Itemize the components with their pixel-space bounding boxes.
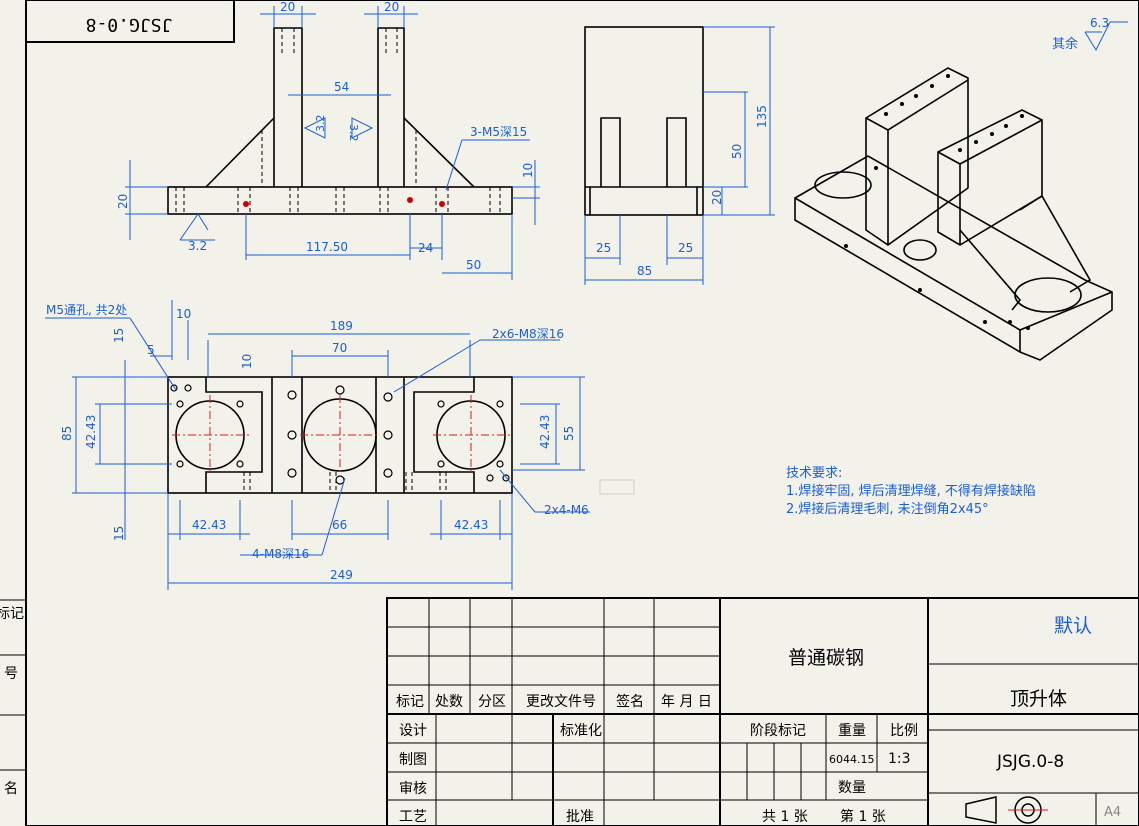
margin-label-no: 号 xyxy=(4,666,18,682)
roughness-symbol: 6.3 其余 xyxy=(1052,16,1128,52)
lbl-drawing: 制图 xyxy=(399,752,427,768)
paper-size: A4 xyxy=(1104,805,1121,820)
mirrored-drawing-code: JSJG.0-8 xyxy=(86,14,173,35)
hdr-date: 年 月 日 xyxy=(661,694,712,710)
roughness-a: 3.2 xyxy=(314,115,327,133)
dim-plan-85: 85 xyxy=(60,426,74,441)
scale-value: 1:3 xyxy=(888,751,911,767)
note-m8-4: 4-M8深16 xyxy=(252,547,309,561)
dim-85: 85 xyxy=(637,264,652,278)
part-name: 顶升体 xyxy=(1010,688,1067,710)
hdr-mark: 标记 xyxy=(396,694,424,710)
margin-label-name: 名 xyxy=(4,781,18,797)
material-name: 普通碳钢 xyxy=(788,647,864,669)
tech-line-1: 1.焊接牢固, 焊后清理焊缝, 不得有焊接缺陷 xyxy=(786,483,1036,499)
dim-side-50: 50 xyxy=(730,144,744,159)
dim-h20: 20 xyxy=(116,194,130,209)
dim-plan-10b: 10 xyxy=(240,354,254,369)
dim-plan-10a: 10 xyxy=(176,307,191,321)
plan-centerlines xyxy=(172,395,510,475)
default-label: 默认 xyxy=(1054,615,1092,637)
dim-55: 55 xyxy=(562,426,576,441)
faint-marker xyxy=(599,479,635,495)
dim-42-right: 42.43 xyxy=(538,415,552,449)
lbl-process: 工艺 xyxy=(399,809,427,825)
dim-24: 24 xyxy=(418,241,433,255)
title-block-text: 普通碳钢 默认 顶升体 JSJG.0-8 标记 处数 分区 更改文件号 签名 年… xyxy=(396,615,1121,825)
dim-25a: 25 xyxy=(596,241,611,255)
note-m5-holes: 3-M5深15 xyxy=(470,125,527,139)
plan-view-dims xyxy=(45,300,590,590)
lbl-review: 审核 xyxy=(399,781,427,797)
dim-span54: 54 xyxy=(334,80,349,94)
dim-42-bottom-left: 42.43 xyxy=(192,518,226,532)
lbl-approve: 批准 xyxy=(566,809,594,825)
dim-66: 66 xyxy=(332,518,347,532)
hdr-signature: 签名 xyxy=(616,693,644,710)
dim-135: 135 xyxy=(755,105,769,128)
dim-side-20: 20 xyxy=(710,190,724,205)
roughness-note: 其余 xyxy=(1052,36,1078,52)
front-view-dims xyxy=(125,6,540,280)
dim-42-left: 42.43 xyxy=(84,415,98,449)
side-view-dim-text: 135 50 20 25 25 85 xyxy=(596,105,769,278)
front-view-dim-text: 20 20 54 20 10 117.50 24 50 3.2 3.2 3.2 … xyxy=(116,0,535,272)
lbl-quantity: 数量 xyxy=(838,780,866,796)
dim-70: 70 xyxy=(332,341,347,355)
projection-symbol-icon xyxy=(965,796,1048,824)
margin-label-mark: 标记 xyxy=(0,606,24,622)
hdr-zone: 分区 xyxy=(478,694,506,710)
lbl-scale: 比例 xyxy=(890,723,918,739)
isometric-view xyxy=(794,67,1113,361)
dim-117: 117.50 xyxy=(306,240,348,254)
hdr-count: 处数 xyxy=(435,694,463,710)
drawing-border xyxy=(25,0,1139,826)
sheet-number: 第 1 张 xyxy=(840,808,886,825)
drawing-number: JSJG.0-8 xyxy=(996,752,1064,772)
roughness-b: 3.2 xyxy=(347,124,360,142)
note-m8-6: 2x6-M8深16 xyxy=(492,327,564,341)
roughness-c: 3.2 xyxy=(188,239,207,253)
dim-top-w2: 20 xyxy=(384,0,399,14)
side-view-dims xyxy=(584,26,775,285)
lbl-standardize: 标准化 xyxy=(560,723,602,739)
plan-view-dim-text: M5通孔, 共2处 10 189 2x6-M8深16 15 5 70 10 85… xyxy=(46,303,589,582)
dim-plan-15a: 15 xyxy=(112,328,126,343)
note-m5-through: M5通孔, 共2处 xyxy=(46,303,127,317)
dim-50: 50 xyxy=(466,258,481,272)
roughness-value: 6.3 xyxy=(1090,16,1109,30)
dim-42-bottom-right: 42.43 xyxy=(454,518,488,532)
dim-plan-5: 5 xyxy=(147,343,155,357)
dim-189: 189 xyxy=(330,319,353,333)
dim-25b: 25 xyxy=(678,241,693,255)
note-m6: 2x4-M6 xyxy=(544,503,589,517)
front-view xyxy=(167,27,513,215)
dim-top-w1: 20 xyxy=(280,0,295,14)
dim-plan-15b: 15 xyxy=(112,526,126,541)
lbl-design: 设计 xyxy=(399,723,427,739)
sheets-total: 共 1 张 xyxy=(762,809,808,825)
left-margin-table: 标记 号 名 xyxy=(0,599,26,797)
side-view xyxy=(584,26,704,216)
top-code-box: JSJG.0-8 xyxy=(25,0,235,43)
tech-line-2: 2.焊接后清理毛刺, 未注倒角2x45° xyxy=(786,501,989,517)
dim-249: 249 xyxy=(330,568,353,582)
lbl-stage: 阶段标记 xyxy=(750,723,806,739)
dim-h10: 10 xyxy=(521,163,535,178)
lbl-weight: 重量 xyxy=(838,723,866,739)
tech-title: 技术要求: xyxy=(786,466,842,481)
hdr-change-doc: 更改文件号 xyxy=(526,694,596,710)
weight-value: 6044.15 xyxy=(829,753,875,766)
tech-requirements: 技术要求: 1.焊接牢固, 焊后清理焊缝, 不得有焊接缺陷 2.焊接后清理毛刺,… xyxy=(786,466,1036,517)
title-block xyxy=(386,597,1139,826)
